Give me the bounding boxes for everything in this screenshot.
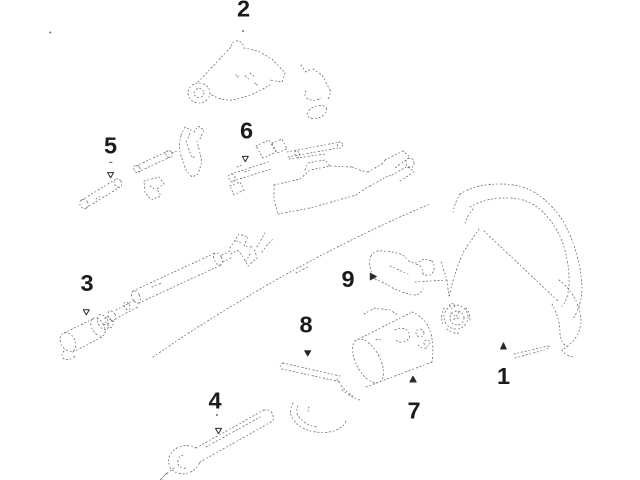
svg-text:7: 7 xyxy=(407,398,420,424)
svg-text:5: 5 xyxy=(104,133,117,159)
svg-text:3: 3 xyxy=(80,270,93,296)
svg-text:6: 6 xyxy=(240,118,253,144)
svg-text:9: 9 xyxy=(341,266,354,292)
svg-text:8: 8 xyxy=(299,311,312,337)
svg-text:2: 2 xyxy=(237,0,250,21)
svg-text:4: 4 xyxy=(208,388,221,414)
svg-text:1: 1 xyxy=(497,363,510,389)
